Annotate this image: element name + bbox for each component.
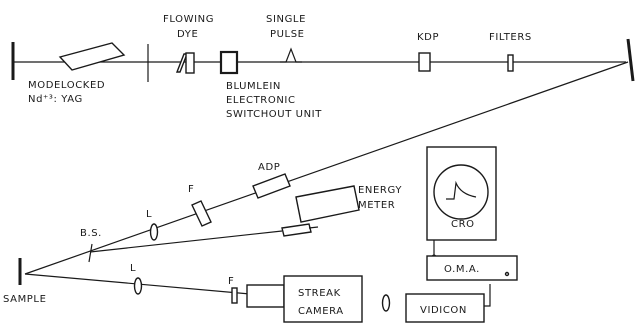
lens-upper bbox=[149, 223, 159, 241]
label-blumlein-1: BLUMLEIN bbox=[226, 81, 281, 92]
filter-upper bbox=[191, 200, 212, 227]
streak-camera bbox=[246, 275, 363, 323]
label-energy: ENERGY bbox=[358, 185, 402, 196]
label-blumlein-3: SWITCHOUT UNIT bbox=[226, 109, 322, 120]
kdp-crystal bbox=[418, 52, 431, 72]
label-dye: DYE bbox=[177, 29, 198, 40]
label-streak: STREAK bbox=[298, 288, 341, 299]
label-adp: ADP bbox=[258, 162, 280, 173]
label-sample: SAMPLE bbox=[3, 294, 47, 305]
beam-splitter bbox=[88, 243, 93, 263]
label-modelocked: MODELOCKED bbox=[28, 80, 105, 91]
cro-oscilloscope bbox=[426, 146, 497, 260]
oma-unit bbox=[426, 255, 518, 281]
single-pulse bbox=[280, 47, 302, 63]
energy-meter bbox=[281, 185, 360, 237]
relay-lens bbox=[381, 294, 391, 312]
label-kdp: KDP bbox=[417, 32, 439, 43]
label-filter-lower: F bbox=[228, 276, 234, 287]
label-pulse: PULSE bbox=[270, 29, 305, 40]
bs-to-energy-beam bbox=[89, 230, 283, 253]
label-cro: CRO bbox=[451, 219, 475, 230]
return-beam bbox=[24, 61, 629, 275]
laser-rod bbox=[58, 42, 126, 71]
label-bs: B.S. bbox=[80, 228, 102, 239]
label-ndyag: Nd⁺³: YAG bbox=[28, 94, 83, 105]
label-filter-upper: F bbox=[188, 184, 194, 195]
label-camera: CAMERA bbox=[298, 306, 344, 317]
label-lens-upper: L bbox=[146, 209, 152, 220]
filter-lower bbox=[231, 287, 238, 304]
label-flowing: FLOWING bbox=[163, 14, 214, 25]
dye-cell bbox=[175, 52, 195, 74]
adp-crystal bbox=[252, 173, 291, 199]
right-mirror bbox=[626, 38, 635, 82]
label-vidicon: VIDICON bbox=[420, 305, 467, 316]
blumlein-unit bbox=[219, 50, 239, 75]
label-single: SINGLE bbox=[266, 14, 306, 25]
lens-lower bbox=[133, 277, 143, 295]
label-filters: FILTERS bbox=[489, 32, 532, 43]
filters-element bbox=[507, 54, 514, 72]
label-blumlein-2: ELECTRONIC bbox=[226, 95, 296, 106]
label-meter: METER bbox=[358, 200, 395, 211]
label-oma: O.M.A. bbox=[444, 264, 480, 275]
vidicon bbox=[405, 284, 491, 323]
label-lens-lower: L bbox=[130, 263, 136, 274]
